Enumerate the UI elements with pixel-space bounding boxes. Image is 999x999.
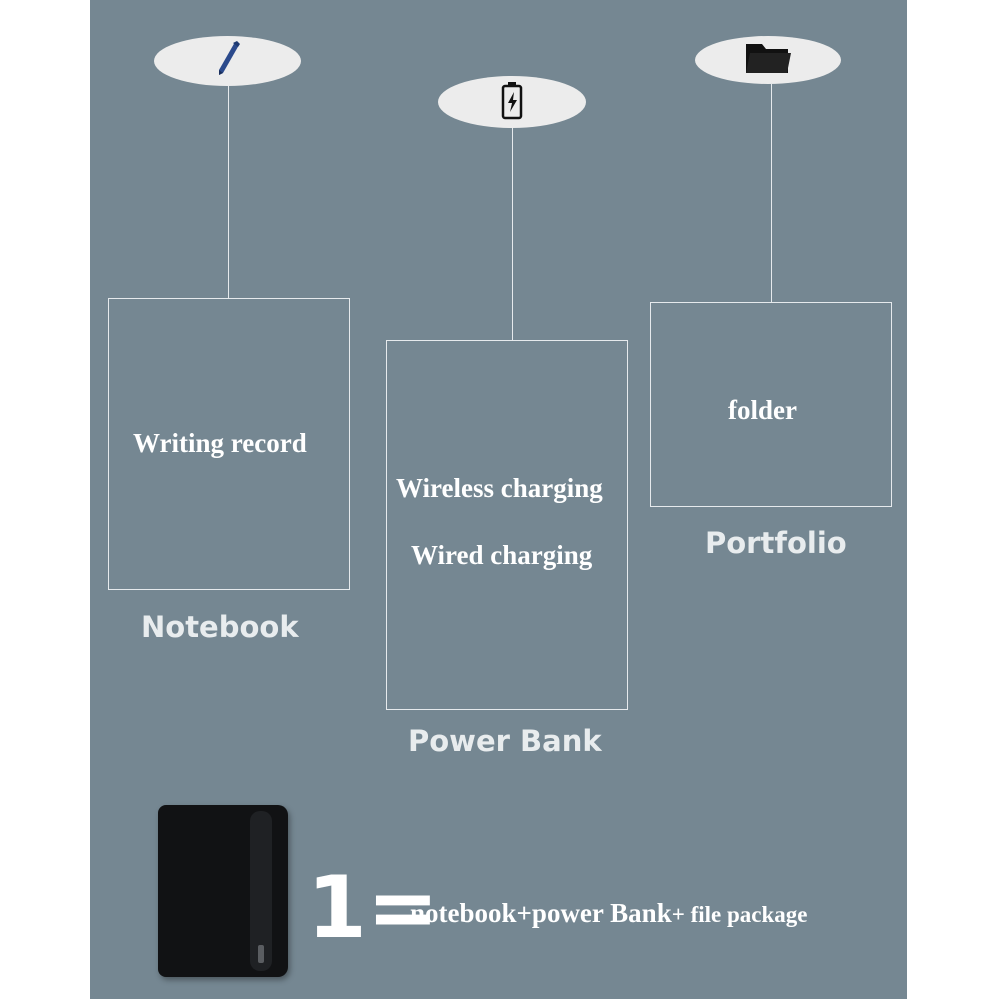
product-spine: [250, 811, 272, 971]
notebook-feature-box: [108, 298, 350, 590]
powerbank-feature-text-2: Wired charging: [411, 540, 593, 570]
connector-line-powerbank: [512, 128, 513, 340]
portfolio-feature-text: folder: [728, 395, 797, 425]
pen-bubble: [154, 36, 301, 86]
folder-icon: [744, 40, 792, 81]
equation-plus-1: +: [516, 898, 532, 928]
equation-plus-2: +: [671, 902, 685, 927]
equation-text: notebook+power Bank+ file package: [410, 898, 807, 929]
notebook-caption: Notebook: [141, 610, 299, 644]
folder-bubble: [695, 36, 841, 84]
connector-line-portfolio: [771, 84, 772, 302]
connector-line-notebook: [228, 86, 229, 298]
equation-part-powerbank: power Bank: [531, 898, 672, 928]
battery-bubble: [438, 76, 586, 128]
equation-part-notebook: notebook: [410, 898, 517, 928]
padfolio-product-image: [158, 805, 288, 977]
notebook-feature-text: Writing record: [133, 428, 307, 458]
powerbank-feature-box: [386, 340, 628, 710]
pen-icon: [213, 39, 243, 84]
product-zipper: [258, 945, 264, 963]
one-equals-symbol: 1=: [307, 858, 439, 958]
portfolio-feature-box: [650, 302, 892, 507]
portfolio-caption: Portfolio: [705, 526, 847, 560]
powerbank-caption: Power Bank: [408, 724, 602, 758]
equation-part-filepackage: file package: [690, 902, 808, 927]
battery-charging-icon: [499, 80, 525, 125]
powerbank-feature-text-1: Wireless charging: [396, 473, 603, 503]
